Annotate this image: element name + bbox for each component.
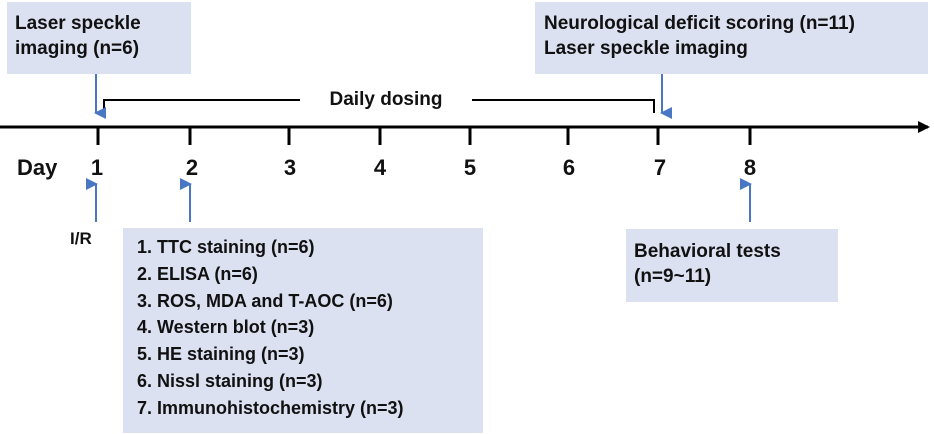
assay-item: 5. HE staining (n=3) — [137, 344, 305, 365]
day-label-8: 8 — [743, 155, 757, 180]
day-label-1: 1 — [90, 155, 104, 180]
assay-item: 1. TTC staining (n=6) — [137, 237, 315, 257]
day-axis-label: Day — [17, 155, 58, 180]
day-label-4: 4 — [373, 155, 387, 180]
box-line: imaging (n=6) — [15, 38, 140, 59]
day2-assays-box: 1. TTC staining (n=6) 2. ELISA (n=6) 3. … — [123, 228, 483, 433]
box-line: Laser speckle imaging — [544, 38, 748, 59]
day-label-3: 3 — [283, 155, 297, 180]
day-label-6: 6 — [562, 155, 576, 180]
box-line: (n=9~11) — [634, 266, 712, 287]
assay-item: 7. Immunohistochemistry (n=3) — [137, 397, 404, 418]
day-label-5: 5 — [463, 155, 477, 180]
assay-item: 3. ROS, MDA and T-AOC (n=6) — [137, 290, 393, 311]
daily-dosing-label: Daily dosing — [300, 88, 472, 112]
assay-item: 2. ELISA (n=6) — [137, 263, 258, 284]
assay-item: 6. Nissl staining (n=3) — [137, 370, 323, 391]
assay-item: 4. Western blot (n=3) — [137, 317, 315, 338]
day-ticks — [96, 127, 752, 145]
box-line: Neurological deficit scoring (n=11) — [544, 13, 855, 34]
day7-assessment-box: Neurological deficit scoring (n=11) Lase… — [535, 2, 928, 74]
day-label-7: 7 — [653, 155, 667, 180]
behavioral-tests-box: Behavioral tests (n=9~11) — [626, 229, 838, 302]
box-line: Laser speckle — [15, 13, 141, 34]
laser-speckle-box-day1: Laser speckle imaging (n=6) — [7, 2, 191, 74]
box-line: Behavioral tests — [634, 241, 781, 262]
ir-label: I/R — [70, 229, 92, 248]
blue-arrows — [86, 74, 752, 222]
day-label-2: 2 — [185, 155, 199, 180]
